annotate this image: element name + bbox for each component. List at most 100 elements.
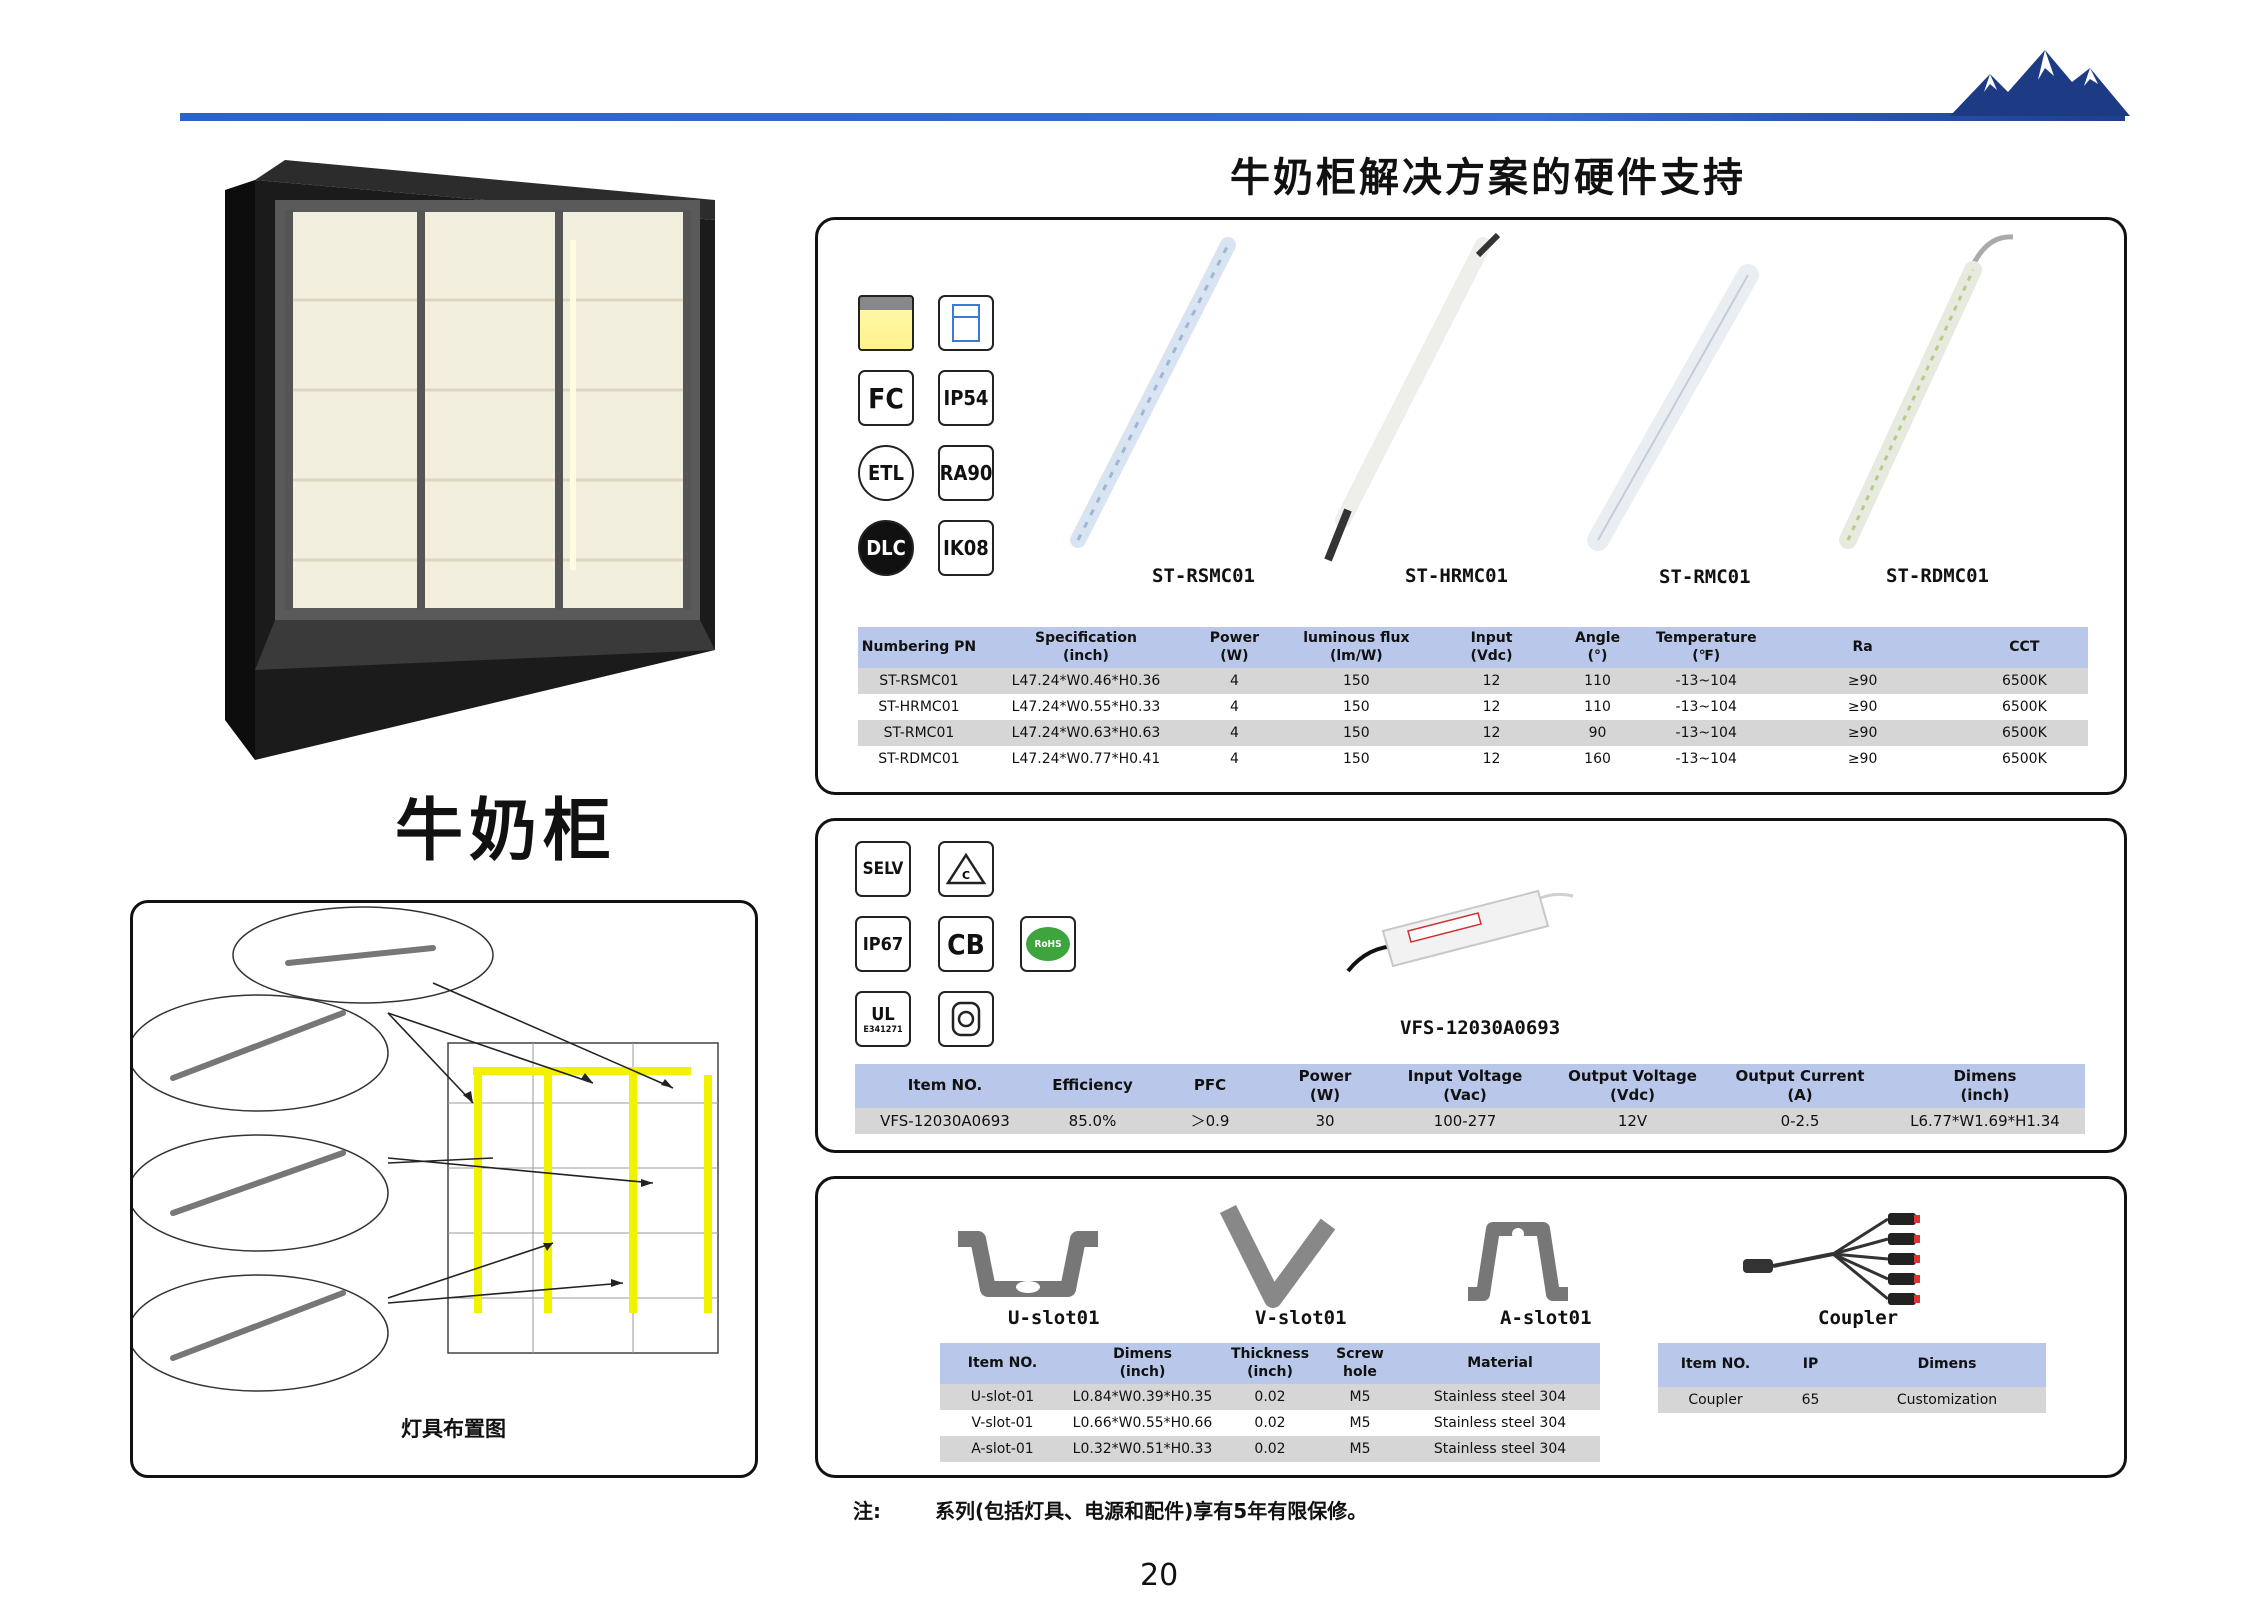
header-cell: Power(W) — [1192, 627, 1277, 668]
mountain-logo-icon — [1950, 50, 2130, 116]
ul-mark: UL — [871, 1003, 895, 1025]
ip54-badge: IP54 — [938, 370, 994, 426]
cell: 4 — [1229, 751, 1239, 767]
header-cell: Input Voltage(Vac) — [1380, 1064, 1550, 1108]
cell: A-slot-01 — [940, 1436, 1065, 1462]
cell: L0.84*W0.39*H0.35 — [1065, 1384, 1220, 1410]
product-label-st-rdmc01: ST-RDMC01 — [1886, 565, 1989, 587]
selv-badge: SELV — [855, 841, 911, 897]
cell: L47.24*W0.63*H0.63 — [979, 720, 1192, 746]
header-cell: Thickness(inch) — [1220, 1343, 1320, 1384]
cell: 110 — [1547, 668, 1648, 694]
cell: 12V — [1550, 1107, 1715, 1134]
header-cell: Efficiency — [1035, 1064, 1150, 1108]
ul-file-number: E341271 — [863, 1024, 903, 1035]
etl-icon: ETL — [858, 445, 914, 501]
cell: V-slot-01 — [971, 1415, 1034, 1431]
header-cell: Output Voltage(Vdc) — [1550, 1064, 1715, 1108]
cell: ≥90 — [1847, 699, 1878, 715]
header-cell: Output Current(A) — [1715, 1064, 1885, 1108]
header-cell: Dimens(inch) — [1065, 1343, 1220, 1384]
cell: M5 — [1349, 1415, 1371, 1431]
svg-text:C: C — [962, 869, 970, 882]
st-rdmc01-image — [1839, 234, 2014, 549]
cell: VFS-12030A0693 — [855, 1107, 1035, 1134]
product-label-u-slot01: U-slot01 — [1008, 1307, 1100, 1329]
cell: ≥90 — [1764, 720, 1961, 746]
header-cell: IP — [1773, 1343, 1848, 1387]
product-label-st-rmc01: ST-RMC01 — [1659, 566, 1751, 588]
cell: 100-277 — [1380, 1107, 1550, 1134]
product-label-a-slot01: A-slot01 — [1500, 1307, 1592, 1329]
st-rsmc01-image — [1070, 237, 1236, 548]
cell: Stainless steel 304 — [1433, 1415, 1567, 1431]
table-header-row: Item NO. Efficiency PFC Power(W) Input V… — [855, 1064, 2085, 1108]
header-cell: Input(Vdc) — [1435, 627, 1548, 668]
cell: 12 — [1482, 699, 1501, 715]
cell: 4 — [1229, 699, 1239, 715]
header-cell: Power(W) — [1270, 1064, 1380, 1108]
product-label-st-rsmc01: ST-RSMC01 — [1152, 565, 1255, 587]
header-rule — [180, 113, 2125, 121]
cell: 12 — [1435, 668, 1548, 694]
cell: 6500K — [2001, 751, 2047, 767]
header-cell: Ra — [1764, 627, 1961, 668]
cell: ST-RMC01 — [858, 720, 980, 746]
product-label-st-hrmc01: ST-HRMC01 — [1405, 565, 1508, 587]
cell: 0.02 — [1220, 1384, 1320, 1410]
cell: 30 — [1270, 1107, 1380, 1134]
driver-spec-table: Item NO. Efficiency PFC Power(W) Input V… — [855, 1064, 2085, 1134]
cell: L47.24*W0.55*H0.33 — [1011, 699, 1161, 715]
cell: 4 — [1192, 720, 1277, 746]
refrigerator-icon — [938, 295, 994, 351]
driver-panel: SELV C IP67 CB RoHS UL E341271 VFS-12030… — [815, 818, 2127, 1153]
cell: 150 — [1342, 751, 1370, 767]
u-slot-image — [958, 1231, 1098, 1297]
cell: ST-HRMC01 — [878, 699, 960, 715]
cell: 150 — [1276, 668, 1436, 694]
table-row: ST-RDMC01 L47.24*W0.77*H0.41 4 150 12 16… — [858, 746, 2088, 772]
coupler-spec-table: Item NO. IP Dimens Coupler 65 Customizat… — [1658, 1343, 2046, 1413]
cell: ST-RSMC01 — [858, 668, 980, 694]
product-label-coupler: Coupler — [1818, 1307, 1899, 1329]
page-number: 20 — [1140, 1558, 1179, 1593]
accessories-panel: U-slot01 V-slot01 A-slot01 Coupler Item … — [815, 1176, 2127, 1478]
cell: 6500K — [2001, 699, 2047, 715]
note-label: 注: — [853, 1499, 881, 1523]
ip67-badge: IP67 — [855, 916, 911, 972]
rohs-icon: RoHS — [1020, 916, 1076, 972]
header-cell: Item NO. — [940, 1343, 1065, 1384]
cell: -13~104 — [1647, 720, 1765, 746]
fcc-icon: FC — [858, 370, 914, 426]
st-rmc01-image — [1587, 264, 1759, 551]
light-distribution-icon — [858, 295, 914, 351]
cell: Customization — [1848, 1387, 2046, 1413]
cell: 0-2.5 — [1715, 1107, 1885, 1134]
cell: 160 — [1584, 751, 1611, 767]
header-cell: luminous flux(lm/W) — [1276, 627, 1436, 668]
cell: L6.77*W1.69*H1.34 — [1885, 1107, 2085, 1134]
layout-caption: 灯具布置图 — [401, 1417, 506, 1441]
cell: L47.24*W0.77*H0.41 — [1011, 751, 1161, 767]
layout-diagram — [133, 906, 719, 1392]
warranty-note: 系列(包括灯具、电源和配件)享有5年有限保修。 — [935, 1499, 1368, 1523]
header-cell: Item NO. — [1658, 1343, 1773, 1387]
header-cell: Temperature(℉) — [1647, 627, 1765, 668]
product-label-v-slot01: V-slot01 — [1255, 1307, 1347, 1329]
ul-icon: UL E341271 — [855, 991, 911, 1047]
cell: 12 — [1435, 720, 1548, 746]
st-hrmc01-image — [1324, 232, 1501, 562]
cell: U-slot-01 — [940, 1384, 1065, 1410]
cell: ST-RDMC01 — [878, 751, 960, 767]
cell: 6500K — [1960, 668, 2088, 694]
cell: 90 — [1547, 720, 1648, 746]
cell: Coupler — [1658, 1387, 1773, 1413]
cabinet-title: 牛奶柜 — [395, 792, 618, 871]
dlc-icon: DLC — [858, 520, 914, 576]
header-cell: Angle(°) — [1547, 627, 1648, 668]
slot-spec-table: Item NO. Dimens(inch) Thickness(inch) Sc… — [940, 1343, 1600, 1462]
cell: 0.02 — [1220, 1436, 1320, 1462]
table-header-row: Item NO. Dimens(inch) Thickness(inch) Sc… — [940, 1343, 1600, 1384]
v-slot-image — [1219, 1204, 1336, 1308]
